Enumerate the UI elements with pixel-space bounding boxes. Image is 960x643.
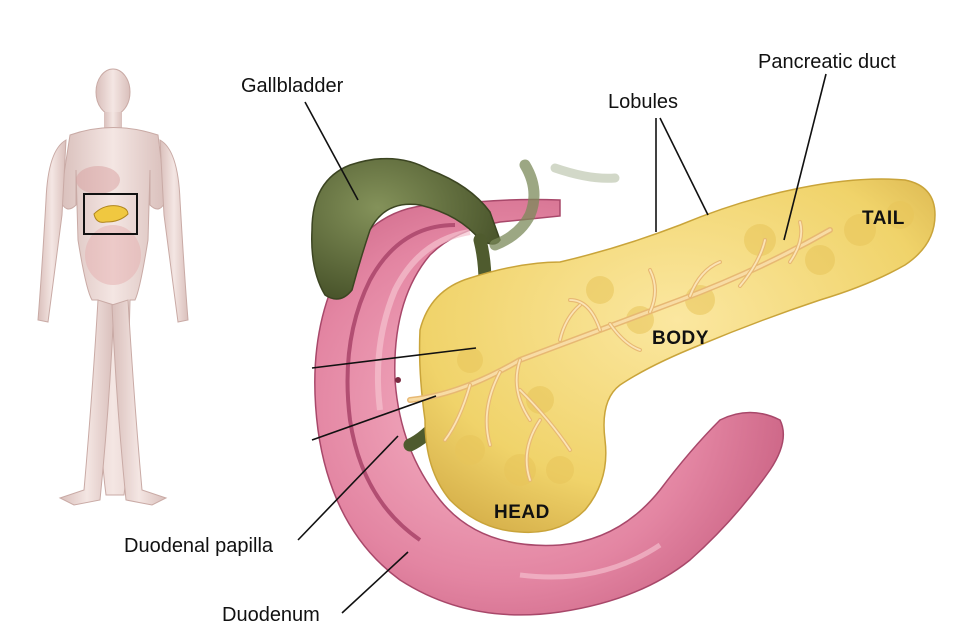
- duodenal-papilla-label: Duodenal papilla: [124, 535, 274, 557]
- duodenum-shape: [314, 198, 785, 616]
- pancreatic-duct-leader: [783, 73, 827, 241]
- inner-leader-2: [311, 395, 437, 441]
- human-figure-icon: [37, 68, 189, 506]
- lobules-label: Lobules: [608, 91, 678, 113]
- gallbladder-leader: [304, 101, 359, 201]
- duodenum-label: Duodenum: [222, 604, 320, 626]
- inner-leader-1: [311, 347, 477, 369]
- pancreatic-duct-tree: [407, 220, 833, 482]
- duodenal-papilla-leader: [297, 435, 399, 541]
- duodenum-leader: [341, 551, 409, 614]
- pancreas-location-box-icon: [83, 193, 138, 235]
- gallbladder-label: Gallbladder: [241, 75, 344, 97]
- tail-label: TAIL: [862, 208, 905, 229]
- body-label: BODY: [652, 328, 709, 349]
- lobules-leader-2: [659, 117, 709, 216]
- leader-lines: [297, 73, 827, 614]
- duodenal-papilla-dot: [395, 377, 401, 383]
- head-label: HEAD: [494, 502, 550, 523]
- pancreatic-duct-label: Pancreatic duct: [758, 51, 896, 73]
